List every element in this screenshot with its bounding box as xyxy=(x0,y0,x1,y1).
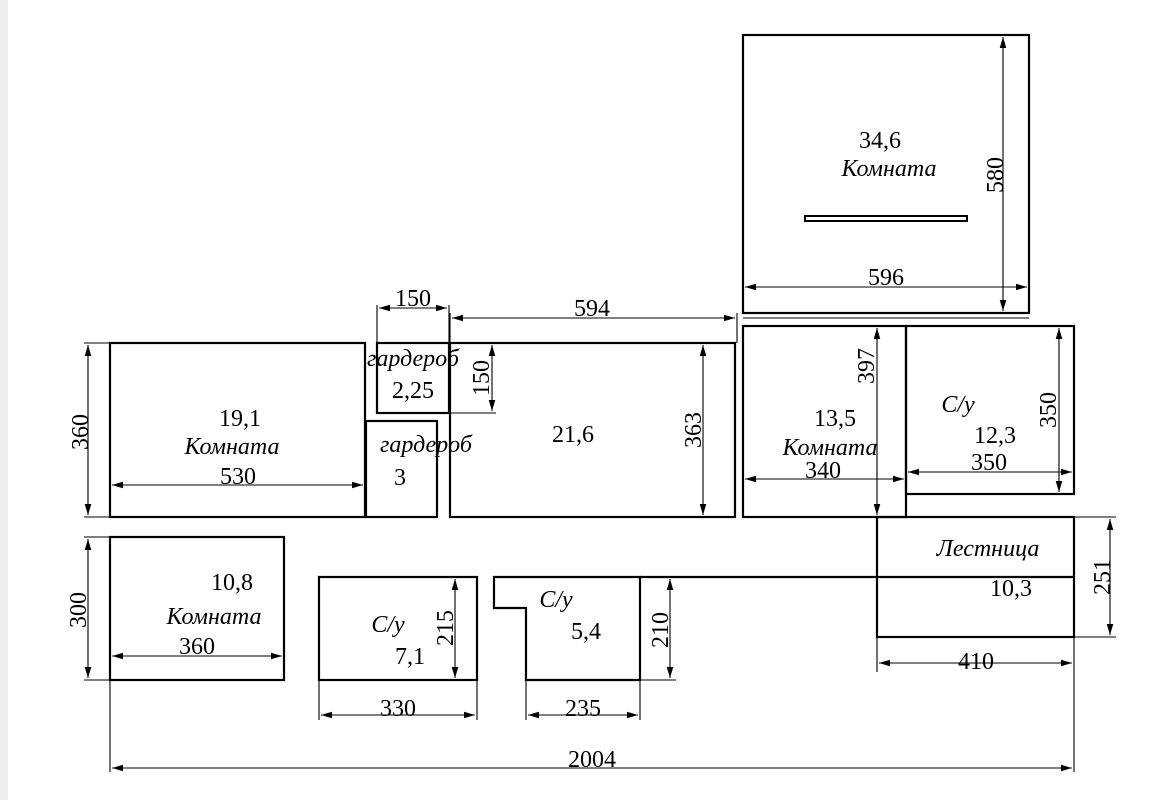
dim-height: 580 xyxy=(983,157,1009,193)
room-garderob-3: гардероб 3 xyxy=(364,419,473,519)
dim-width: 340 xyxy=(805,458,841,484)
room-area: 34,6 xyxy=(859,128,901,154)
room-area: 3 xyxy=(394,465,406,491)
room-su-7-1: С/у 7,1 215 330 xyxy=(317,575,479,722)
dim-height: 360 xyxy=(68,414,94,450)
room-komnata-34-6: 34,6 Комната 596 580 xyxy=(741,33,1031,315)
dim-height: 397 xyxy=(854,348,880,384)
room-type: гардероб xyxy=(367,346,460,372)
room-area: 10,3 xyxy=(990,576,1032,602)
room-type: Комната xyxy=(184,434,280,460)
room-type: Комната xyxy=(166,604,262,630)
room-su-12-3: С/у 12,3 350 350 xyxy=(904,324,1076,496)
room-komnata-10-8: 10,8 Комната 360 300 xyxy=(66,535,286,682)
total-length: 2004 xyxy=(568,747,616,773)
room-type: Лестница xyxy=(936,536,1040,562)
room-type: гардероб xyxy=(380,432,473,458)
dim-width: 530 xyxy=(220,464,256,490)
dim-width: 596 xyxy=(868,265,904,291)
dim-width: 330 xyxy=(380,696,416,722)
room-komnata-19-1: 19,1 Комната 530 360 xyxy=(68,341,367,519)
room-area: 21,6 xyxy=(552,422,594,448)
dim-height: 350 xyxy=(1036,392,1062,428)
room-area: 19,1 xyxy=(219,406,261,432)
room-su-5-4: С/у 5,4 210 235 xyxy=(492,575,676,722)
room-area: 10,8 xyxy=(211,570,253,596)
dim-width: 410 xyxy=(958,649,994,675)
dim-width: 360 xyxy=(179,634,215,660)
dim-height: 210 xyxy=(648,612,674,648)
room-area: 7,1 xyxy=(395,644,425,670)
room-area: 13,5 xyxy=(814,406,856,432)
dim-width: 235 xyxy=(565,696,601,722)
dim-height: 150 xyxy=(469,360,495,396)
room-type: Комната xyxy=(841,156,937,182)
room-type: С/у xyxy=(371,612,405,638)
dim-width: 150 xyxy=(395,286,431,312)
room-komnata-13-5: 13,5 Комната 340 397 xyxy=(741,324,908,519)
room-area: 5,4 xyxy=(571,619,601,645)
dim-height: 251 xyxy=(1090,559,1116,595)
room-type: С/у xyxy=(941,392,975,418)
dim-width: 594 xyxy=(574,296,610,322)
room-type: С/у xyxy=(539,587,573,613)
room-21-6: 594 363 21,6 xyxy=(448,296,738,519)
dim-width: 350 xyxy=(971,450,1007,476)
dim-height: 215 xyxy=(433,610,459,646)
dim-height: 300 xyxy=(66,592,92,628)
room-area: 2,25 xyxy=(392,378,434,404)
page-edge xyxy=(0,0,8,800)
room-garderob-2-25: 150 150 гардероб 2,25 xyxy=(367,286,496,415)
room-area: 12,3 xyxy=(974,423,1016,449)
total-dimension: 2004 xyxy=(109,637,1075,773)
dim-height: 363 xyxy=(681,412,707,448)
room-lestnica-10-3: Лестница 10,3 251 410 xyxy=(640,515,1116,675)
room-type: Комната xyxy=(782,435,878,461)
